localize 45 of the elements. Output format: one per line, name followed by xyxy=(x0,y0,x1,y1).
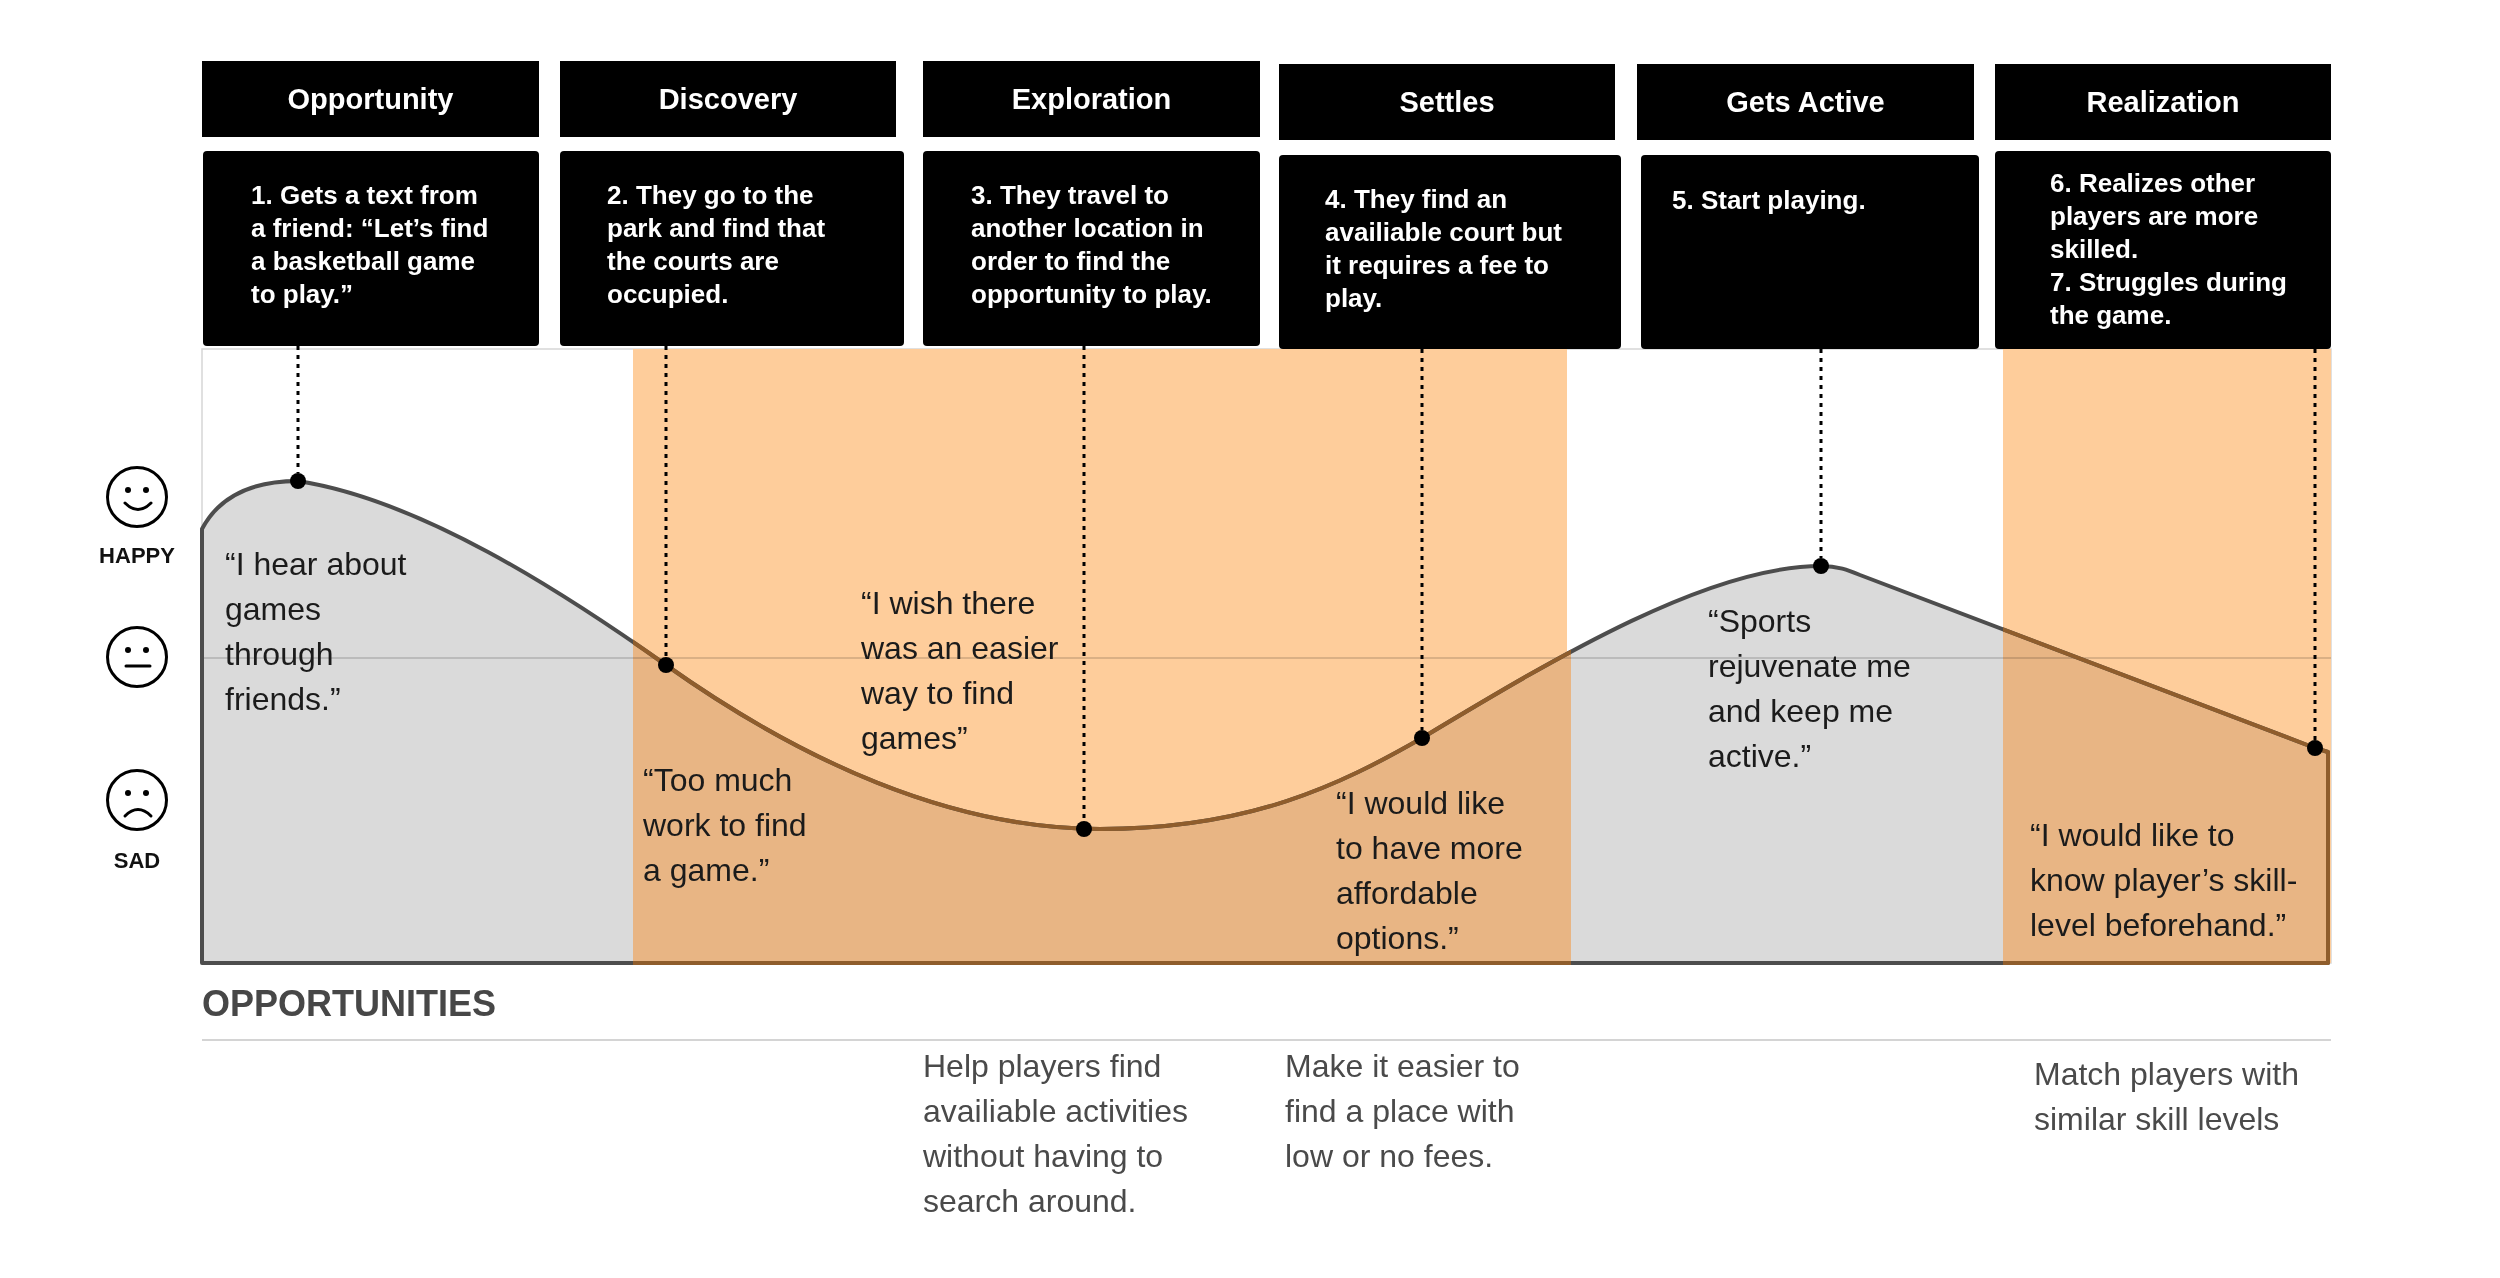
stage-header xyxy=(1279,64,1615,140)
user-quote: “I wish there was an easier way to find games” xyxy=(861,584,1060,758)
step-card xyxy=(560,151,904,346)
step-description: 7. Struggles during the game. xyxy=(2050,266,2288,332)
stage-title: Realization xyxy=(2086,85,2240,119)
stage-header xyxy=(202,61,539,137)
step-description: 1. Gets a text from a friend: “Let’s find a basketball game to play.” xyxy=(251,179,490,311)
leader-line xyxy=(296,346,300,473)
step-card xyxy=(1641,155,1979,349)
opportunity-note: Match players with similar skill levels xyxy=(2034,1055,2300,1139)
step-card xyxy=(923,151,1260,346)
leader-line xyxy=(1420,349,1424,730)
mood-label: SAD xyxy=(113,848,161,874)
step-description: 3. They travel to another location in order to find the opportunity to play. xyxy=(971,179,1213,311)
stage-header xyxy=(1995,64,2331,140)
stage-header xyxy=(560,61,896,137)
section-heading: OPPORTUNITIES xyxy=(202,984,497,1024)
step-description: 5. Start playing. xyxy=(1672,184,1867,217)
stage-header xyxy=(923,61,1260,137)
stage-header xyxy=(1637,64,1974,140)
step-description: 4. They find an availiable court but it requires a fee to play. xyxy=(1325,183,1563,315)
opportunity-note: Make it easier to find a place with low or no fees. xyxy=(1285,1047,1521,1176)
stage-title: Exploration xyxy=(1011,82,1172,116)
user-quote: “I would like to have more affordable options.” xyxy=(1336,784,1524,958)
user-quote: “I hear about games through friends.” xyxy=(225,545,408,719)
user-quote: “Too much work to find a game.” xyxy=(643,761,808,890)
step-description: 2. They go to the park and find that the courts are occupied. xyxy=(607,179,827,311)
stage-title: Gets Active xyxy=(1726,85,1885,119)
leader-line xyxy=(1819,349,1823,558)
stage-title: Opportunity xyxy=(287,82,454,116)
curve-dot-icon xyxy=(290,473,306,489)
leader-line xyxy=(2313,349,2317,740)
user-quote: “I would like to know player’s skill-level beforehand.” xyxy=(2030,816,2299,945)
step-card xyxy=(1995,151,2331,349)
opportunity-note: Help players find availiable activities without having to search around. xyxy=(923,1047,1189,1221)
stage-title: Settles xyxy=(1399,85,1495,119)
step-card xyxy=(203,151,539,346)
step-description: 6. Realizes other players are more skilled. xyxy=(2050,167,2260,266)
step-card xyxy=(1279,155,1621,349)
leader-line xyxy=(664,346,668,657)
leader-line xyxy=(1082,346,1086,821)
user-quote: “Sports rejuvenate me and keep me active.” xyxy=(1708,602,1912,776)
stage-title: Discovery xyxy=(658,82,798,116)
curve-dot-icon xyxy=(1813,558,1829,574)
mood-label: HAPPY xyxy=(99,543,175,569)
